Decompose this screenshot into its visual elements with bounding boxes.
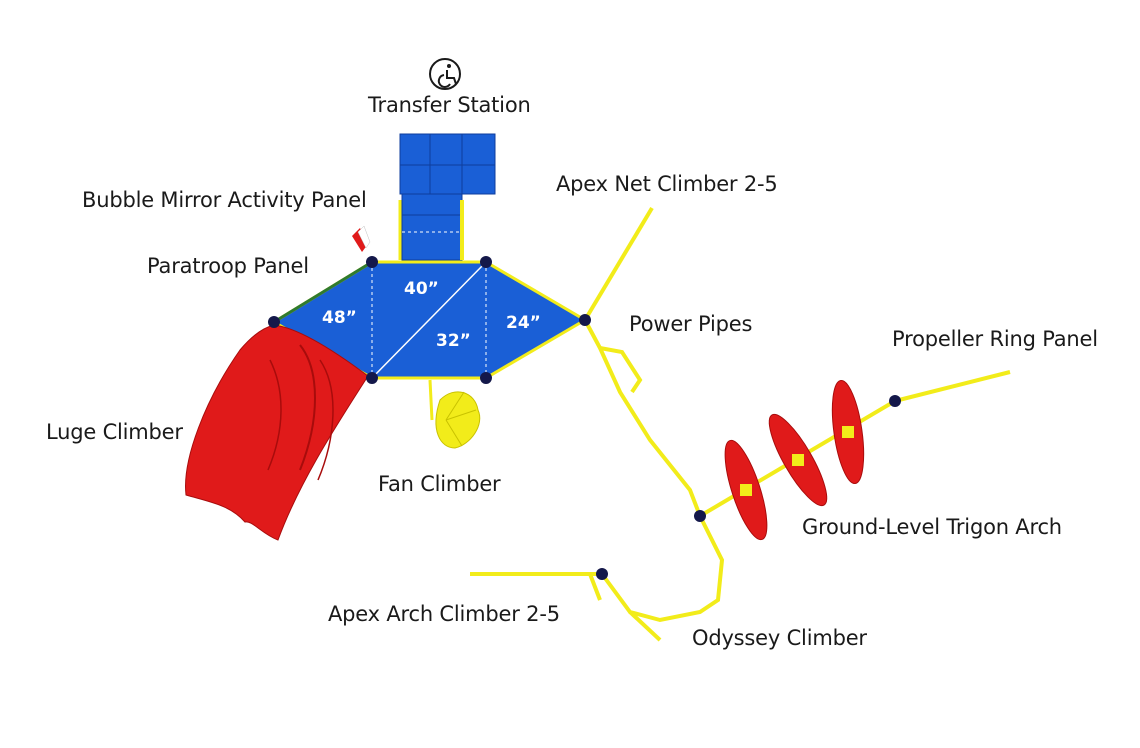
wheelchair-icon: [429, 58, 461, 90]
odyssey-climber: [600, 515, 725, 642]
label-bubble-mirror-panel: Bubble Mirror Activity Panel: [82, 188, 367, 212]
dimension-48: 48”: [322, 308, 357, 328]
label-paratroop-panel: Paratroop Panel: [147, 254, 309, 278]
label-apex-arch-climber: Apex Arch Climber 2-5: [328, 602, 560, 626]
apex-arch-climber: [470, 572, 602, 601]
label-trigon-arch: Ground-Level Trigon Arch: [802, 515, 1062, 539]
support-posts: [268, 256, 901, 580]
label-luge-climber: Luge Climber: [46, 420, 183, 444]
dimension-40: 40”: [404, 279, 439, 299]
label-fan-climber: Fan Climber: [378, 472, 501, 496]
propeller-ring-bar: [894, 370, 1011, 403]
dimension-32: 32”: [436, 331, 471, 351]
label-power-pipes: Power Pipes: [629, 312, 753, 336]
apex-net-climber: [583, 206, 654, 322]
power-pipes: [583, 319, 702, 517]
label-propeller-ring-panel: Propeller Ring Panel: [892, 327, 1098, 351]
label-apex-net-climber: Apex Net Climber 2-5: [556, 172, 778, 196]
label-transfer-station: Transfer Station: [368, 93, 531, 117]
label-odyssey-climber: Odyssey Climber: [692, 626, 867, 650]
transfer-station-structure: [398, 133, 496, 261]
trigon-rings: [724, 379, 865, 541]
main-deck: 48” 40” 32” 24”: [271, 260, 588, 380]
dimension-24: 24”: [506, 313, 541, 333]
luge-climber: [185, 324, 369, 541]
bubble-mirror-panel: [352, 225, 371, 252]
fan-climber: [428, 379, 481, 449]
